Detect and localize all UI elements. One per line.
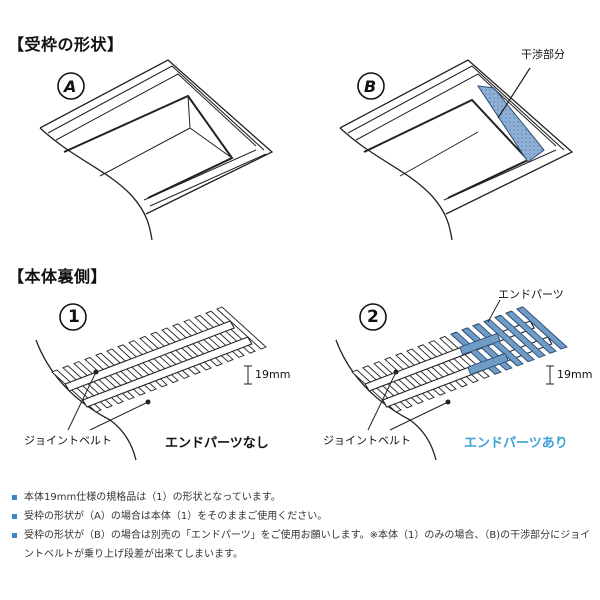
fig-2-label: 2 <box>367 307 379 327</box>
note-item: 本体19mm仕様の規格品は（1）の形状となっています。 <box>10 488 595 507</box>
end-parts-callout: エンドパーツ <box>498 286 564 302</box>
dim-2 <box>546 366 554 384</box>
fig-b-label: B <box>364 77 376 96</box>
dim-label-2: 19mm <box>557 368 592 381</box>
joint-belt-label-1: ジョイントベルト <box>24 432 112 448</box>
note-item: 受枠の形状が（A）の場合は本体（1）をそのままご使用ください。 <box>10 507 595 526</box>
dim-1 <box>244 366 252 384</box>
notes-list: 本体19mm仕様の規格品は（1）の形状となっています。 受枠の形状が（A）の場合… <box>10 488 595 564</box>
illustrations <box>0 0 600 480</box>
interference-label: 干渉部分 <box>521 46 565 62</box>
joint-belt-label-2: ジョイントベルト <box>323 432 411 448</box>
fig-a-label: A <box>64 77 76 96</box>
end-parts-yes-label: エンドパーツあり <box>464 432 568 451</box>
dim-label-1: 19mm <box>255 368 290 381</box>
fig-1-label: 1 <box>68 307 80 327</box>
note-item: 受枠の形状が（B）の場合は別売の「エンドパーツ」をご使用お願いします。※本体（1… <box>10 526 595 564</box>
end-parts-none-label: エンドパーツなし <box>165 432 269 451</box>
